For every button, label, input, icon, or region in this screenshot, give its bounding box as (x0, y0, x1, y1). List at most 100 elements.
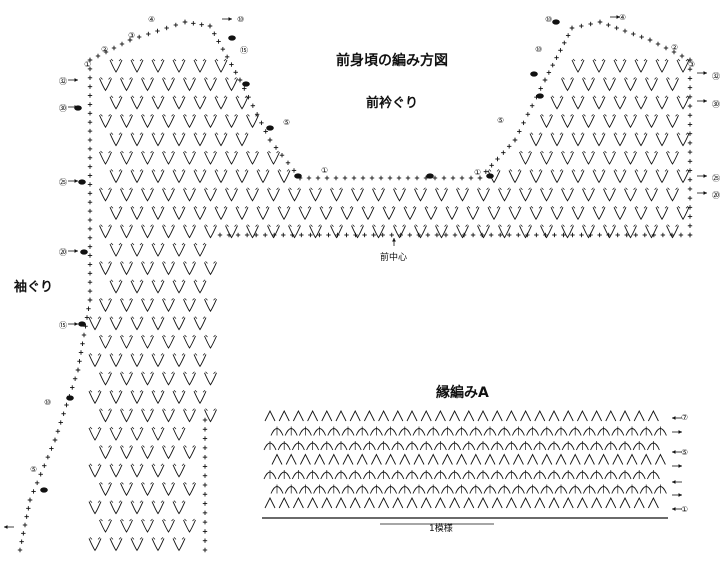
stitch-tick (108, 445, 111, 448)
stitch-tick (633, 150, 636, 154)
stitch-tick (150, 150, 153, 154)
v-stitch (414, 188, 427, 202)
stitch-tick (604, 77, 607, 80)
stitch-tick (150, 481, 153, 485)
v-stitch (225, 115, 238, 129)
stitch-tick (173, 242, 177, 246)
v-stitch (561, 151, 574, 165)
stitch-tick (110, 205, 114, 209)
stitch-tick (139, 353, 143, 356)
stitch-tick (150, 187, 153, 191)
edging-stitch (349, 496, 361, 509)
stitch-tick (152, 463, 156, 467)
stitch-tick (646, 224, 649, 227)
stitch-tick (213, 261, 216, 264)
v-stitch (666, 78, 679, 92)
row-arrowhead (74, 105, 78, 109)
v-stitch (288, 225, 301, 239)
stitch-tick (310, 224, 313, 227)
edging-stitch (441, 453, 453, 465)
stitch-tick (517, 169, 521, 172)
stitch-tick (622, 58, 626, 62)
stitch-tick (633, 187, 636, 191)
stitch-tick (570, 77, 573, 80)
edging-stitch (491, 409, 503, 422)
stitch-tick (213, 113, 216, 117)
edging-stitch (477, 496, 489, 509)
stitch-tick (307, 205, 311, 209)
row-arrowhead (74, 78, 78, 82)
edging-stitch (385, 453, 397, 465)
stitch-tick (192, 187, 195, 191)
stitch-tick (223, 58, 227, 62)
v-stitch (193, 207, 207, 221)
stitch-tick (499, 224, 502, 227)
stitch-tick (184, 224, 187, 227)
stitch-tick (160, 426, 164, 430)
stitch-tick (160, 316, 164, 319)
stitch-tick (192, 224, 195, 227)
v-stitch (319, 207, 333, 221)
stitch-tick (268, 224, 271, 227)
edging-stitch (292, 409, 304, 422)
stitch-tick (152, 389, 156, 393)
v-stitch (676, 170, 690, 184)
stitch-tick (171, 77, 174, 80)
stitch-tick (562, 77, 565, 80)
stitch-tick (528, 150, 531, 154)
stitch-tick (236, 205, 240, 209)
stitch-tick (202, 353, 206, 356)
v-stitch (193, 59, 207, 73)
stitch-tick (213, 77, 216, 80)
stitch-tick (131, 353, 135, 356)
v-stitch (582, 151, 595, 165)
v-stitch (130, 317, 144, 331)
stitch-tick (202, 205, 206, 209)
v-stitch (88, 538, 102, 552)
v-stitch (151, 354, 165, 368)
stitch-tick (181, 389, 185, 393)
v-stitch (235, 133, 249, 147)
stitch-tick (184, 371, 187, 375)
v-stitch (624, 188, 637, 202)
stitch-tick (142, 334, 145, 338)
stitch-tick (247, 224, 250, 227)
v-stitch (330, 188, 343, 202)
edging-stitch (335, 409, 347, 422)
stitch-tick (184, 408, 187, 411)
row-marker: ⑮ (59, 321, 67, 330)
stitch-tick (675, 77, 678, 80)
v-stitch (151, 170, 165, 184)
v-stitch (172, 96, 186, 110)
stitch-tick (152, 426, 156, 430)
stitch-tick (593, 169, 597, 172)
stitch-tick (213, 334, 216, 338)
v-stitch (582, 188, 595, 202)
stitch-tick (559, 205, 563, 209)
stitch-tick (436, 224, 439, 227)
stitch-tick (181, 279, 185, 283)
v-stitch (151, 538, 165, 552)
v-stitch (204, 225, 217, 239)
v-stitch (130, 538, 144, 552)
stitch-tick (163, 371, 166, 375)
v-stitch (529, 207, 543, 221)
stitch-tick (142, 150, 145, 154)
edging-stitch (342, 453, 354, 465)
v-stitch (120, 78, 133, 92)
stitch-tick (118, 316, 122, 319)
edging-stitch (654, 453, 666, 465)
stitch-tick (667, 150, 670, 154)
v-stitch (666, 151, 679, 165)
v-stitch (603, 188, 616, 202)
stitch-tick (675, 150, 678, 154)
row-arrowhead (672, 450, 676, 454)
edging-stitch (484, 453, 496, 465)
bobble-mark (66, 395, 74, 401)
stitch-tick (163, 224, 166, 227)
stitch-tick (202, 242, 206, 246)
stitch-tick (202, 279, 206, 283)
stitch-tick (635, 169, 639, 172)
stitch-tick (129, 481, 132, 485)
stitch-tick (215, 132, 219, 135)
